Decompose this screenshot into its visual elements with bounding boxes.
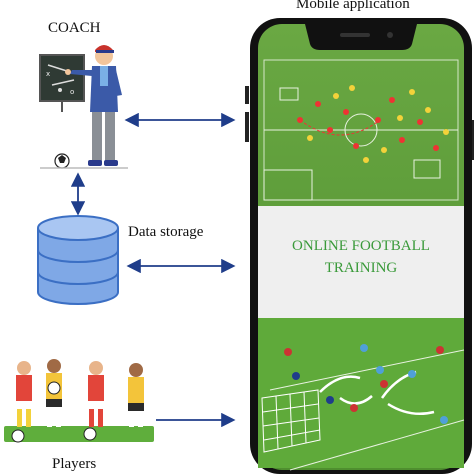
tactics-board [39, 54, 85, 102]
data-storage-label: Data storage [128, 224, 204, 240]
training-banner [258, 206, 464, 318]
mobile-phone: ONLINE FOOTBALL TRAINING [245, 18, 474, 474]
connection-arrows [70, 112, 236, 428]
coach-illustration: x o [39, 45, 128, 169]
players-label: Players [52, 456, 97, 472]
banner-line2: TRAINING [325, 260, 398, 276]
mobile-application-label: Mobile application [296, 0, 410, 12]
training-pitch-image [258, 318, 465, 471]
goal-net [261, 389, 321, 453]
svg-text:x: x [46, 70, 50, 78]
database-icon [37, 215, 119, 305]
tactic-players [297, 85, 449, 163]
banner-line1: ONLINE FOOTBALL [292, 238, 430, 254]
coach-label: COACH [48, 20, 101, 36]
svg-text:o: o [70, 88, 74, 96]
players-illustration [4, 359, 154, 443]
tactics-pitch-image [263, 59, 459, 201]
